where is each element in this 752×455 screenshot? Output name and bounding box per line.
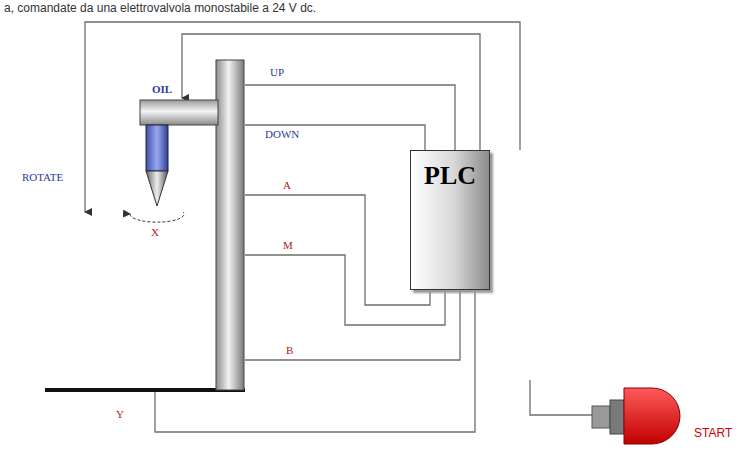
valve-label: OIL bbox=[152, 83, 172, 95]
plc-title: PLC bbox=[415, 161, 485, 191]
sensor-label: M bbox=[283, 239, 293, 251]
start-button: START bbox=[590, 382, 748, 450]
arm bbox=[140, 100, 218, 125]
column bbox=[216, 60, 244, 390]
intro-text: a, comandate da una elettrovalvola monos… bbox=[4, 2, 316, 15]
drill-bit bbox=[146, 171, 168, 206]
wiring bbox=[85, 22, 592, 432]
signal-label: DOWN bbox=[265, 128, 299, 140]
plc-box: PLC bbox=[410, 150, 490, 290]
sensor-label: Y bbox=[116, 408, 124, 420]
base bbox=[45, 388, 245, 392]
push-button-symbol bbox=[590, 382, 686, 450]
button-label: START bbox=[694, 426, 732, 440]
signal-label: UP bbox=[270, 66, 284, 78]
axis-label: X bbox=[151, 226, 159, 238]
sensor-label: B bbox=[286, 344, 293, 356]
signal-label: ROTATE bbox=[22, 171, 63, 183]
drill-chuck bbox=[146, 125, 168, 171]
sensor-label: A bbox=[283, 179, 291, 191]
rotation-arrow bbox=[130, 212, 184, 222]
